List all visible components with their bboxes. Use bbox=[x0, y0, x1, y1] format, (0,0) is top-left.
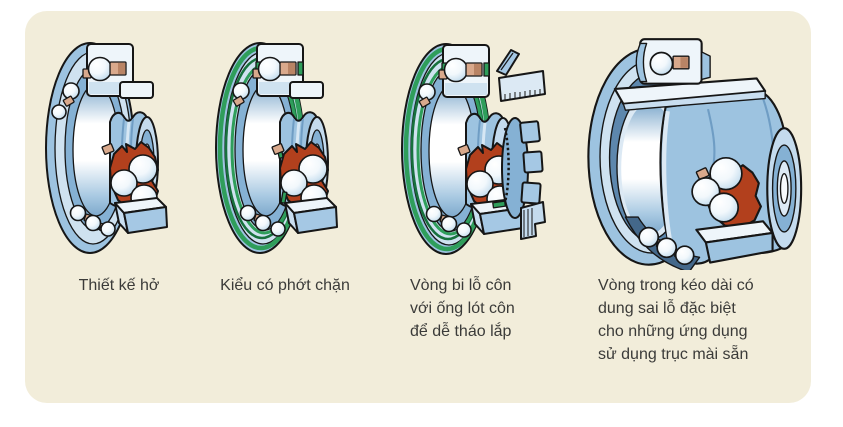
top-section-block bbox=[635, 38, 711, 85]
cage-and-balls bbox=[691, 156, 762, 229]
top-section-block bbox=[252, 43, 324, 99]
figure-caption: Thiết kế hở bbox=[78, 277, 160, 294]
adapter-sleeve-and-lock-nut bbox=[492, 49, 546, 240]
top-section-block bbox=[438, 44, 490, 98]
raceway-balls bbox=[232, 82, 286, 237]
figure-caption: Vòng bi lỗ côn với ống lót côn để dễ thá… bbox=[410, 277, 515, 340]
top-section-block bbox=[82, 43, 154, 99]
raceway-balls bbox=[51, 82, 116, 237]
figure-caption: Kiểu có phớt chặn bbox=[220, 277, 350, 294]
lower-raceway-balls bbox=[624, 216, 701, 270]
top-section-slab bbox=[613, 77, 767, 111]
raceway-balls bbox=[418, 83, 472, 238]
bottom-section-block bbox=[695, 220, 774, 264]
panel: Thiết kế hở bbox=[25, 11, 811, 403]
bottom-section-block bbox=[284, 197, 338, 234]
bearing-sealed-design-illustration bbox=[215, 42, 338, 254]
cage-and-balls bbox=[101, 141, 159, 212]
bearing-tapered-bore-illustration bbox=[401, 43, 546, 255]
bottom-section-block bbox=[114, 197, 168, 234]
figure-caption: Vòng trong kéo dài có dung sai lỗ đặc bi… bbox=[598, 277, 754, 363]
bearing-open-design-illustration bbox=[45, 42, 168, 254]
bearing-extended-inner-ring-illustration bbox=[587, 38, 803, 270]
